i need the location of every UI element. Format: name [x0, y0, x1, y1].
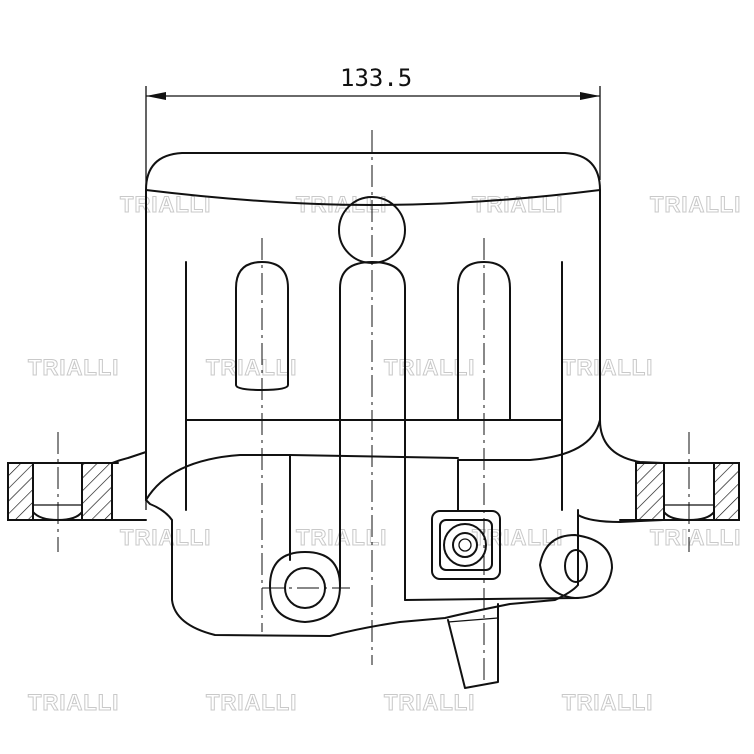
eye-outline	[539, 534, 613, 599]
mid-band-line	[289, 454, 459, 459]
watermark-text: TRIALLI	[206, 690, 297, 715]
hex-fitting	[431, 510, 501, 580]
watermark-text: TRIALLI	[296, 525, 387, 550]
hex-nut-core	[458, 538, 472, 552]
watermark-text: TRIALLI	[120, 525, 211, 550]
watermark-text: TRIALLI	[384, 690, 475, 715]
watermark-text: TRIALLI	[28, 690, 119, 715]
left-lower-shell	[145, 454, 291, 561]
left-mount-lug	[7, 432, 147, 552]
eye-hole	[564, 549, 588, 583]
center-piston-column	[338, 130, 406, 665]
right-lug-hatch-right	[713, 462, 740, 521]
slot-left	[235, 238, 289, 632]
width-dimension: 133.5	[145, 64, 601, 510]
watermark-text: TRIALLI	[384, 355, 475, 380]
watermark-text: TRIALLI	[562, 355, 653, 380]
hex-flat	[439, 519, 493, 571]
watermark-text: TRIALLI	[28, 355, 119, 380]
left-lug-hatch-left	[7, 462, 34, 521]
watermark-text: TRIALLI	[650, 192, 741, 217]
watermark-text: TRIALLI	[562, 690, 653, 715]
right-lower-shell	[457, 419, 601, 511]
arrow-left-icon	[146, 92, 166, 100]
arrow-right-icon	[580, 92, 600, 100]
right-mount-lug	[619, 432, 740, 552]
fitting-body	[269, 551, 341, 623]
left-lug-outline	[7, 451, 147, 521]
hose-tab-outline	[447, 603, 499, 689]
width-dimension-label: 133.5	[340, 64, 412, 92]
watermark-layer: TRIALLI TRIALLI TRIALLI TRIALLI TRIALLI …	[28, 192, 741, 716]
bleeder-fitting-left	[262, 551, 350, 623]
hex-nut-inner	[452, 532, 478, 558]
hose-tab	[447, 603, 499, 689]
watermark-text: TRIALLI	[650, 525, 741, 550]
right-lug-hatch-left	[635, 462, 665, 521]
hex-body	[431, 510, 501, 580]
eye-fitting-right	[539, 534, 613, 599]
left-lug-hatch-right	[81, 462, 113, 521]
watermark-text: TRIALLI	[206, 355, 297, 380]
lower-band-line	[404, 597, 579, 601]
hex-nut-outer	[443, 523, 487, 567]
slot-right	[457, 238, 511, 680]
